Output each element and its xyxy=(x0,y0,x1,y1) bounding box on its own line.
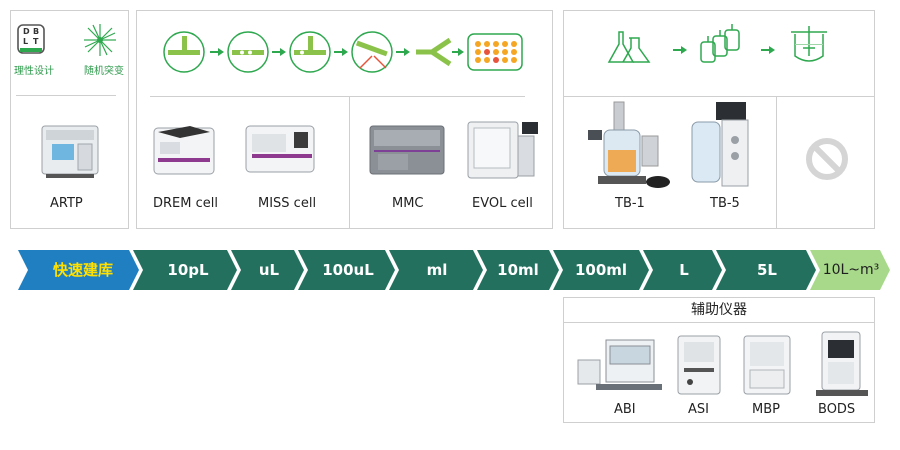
stage-label-6: 100ml xyxy=(574,261,628,279)
drem-cell-device-image xyxy=(150,118,220,184)
fermentation-flow-diagram xyxy=(605,22,845,76)
screening-panel-divider xyxy=(150,96,525,97)
stage-arrow-2 xyxy=(231,250,304,290)
dblt-letter-b: B xyxy=(33,27,40,36)
well-plate-icon xyxy=(467,33,523,71)
mmc-label: MMC xyxy=(392,196,424,211)
asi-device-image xyxy=(676,334,724,400)
stage-label-5: 10ml xyxy=(497,261,539,279)
artp-device-image xyxy=(38,120,102,184)
stage-label-2: uL xyxy=(258,261,280,279)
channel-split-icon xyxy=(416,37,452,67)
tb1-label: TB-1 xyxy=(615,196,645,211)
asi-label: ASI xyxy=(688,402,709,417)
artp-label: ARTP xyxy=(50,196,83,211)
stage-arrow-1 xyxy=(133,250,237,290)
stage-arrow-4 xyxy=(389,250,483,290)
dblt-letter-t: T xyxy=(33,37,39,46)
dblt-letter-d: D xyxy=(23,27,30,36)
mmc-device-image xyxy=(368,120,446,182)
random-mutation-icon xyxy=(82,22,118,62)
bods-label: BODS xyxy=(818,402,856,417)
microfluidic-flow-diagram xyxy=(160,28,530,82)
droplet-merge-icon xyxy=(289,31,331,73)
stage-arrow-9 xyxy=(810,250,890,290)
random-mutation-label: 随机突变 xyxy=(84,66,124,77)
stage-label-0: 快速建库 xyxy=(52,261,113,279)
stage-label-1: 10pL xyxy=(167,261,209,279)
stage-label-4: ml xyxy=(426,261,448,279)
stage-arrow-7 xyxy=(643,250,722,290)
mbp-label: MBP xyxy=(752,402,780,417)
fermentation-panel-divider xyxy=(563,96,875,97)
stage-arrow-6 xyxy=(553,250,649,290)
mbp-device-image xyxy=(742,334,794,400)
stage-arrow-0 xyxy=(18,250,139,290)
prohibited-icon xyxy=(805,137,849,185)
dblt-icon: D B L T xyxy=(17,24,45,56)
evol-cell-device-image xyxy=(466,116,540,186)
droplet-sort-icon xyxy=(351,31,393,73)
stage-arrow-5 xyxy=(477,250,559,290)
rational-design-label: 理性设计 xyxy=(14,66,54,77)
flask-icon xyxy=(607,31,651,63)
design-panel-divider xyxy=(16,95,116,96)
stage-arrow-band xyxy=(18,250,890,290)
small-bioreactor-icon xyxy=(700,24,740,63)
tb1-device-image xyxy=(584,100,674,196)
auxiliary-title-divider xyxy=(563,322,875,323)
drem-cell-label: DREM cell xyxy=(153,196,218,211)
miss-cell-label: MISS cell xyxy=(258,196,317,211)
stage-arrow-8 xyxy=(716,250,816,290)
large-bioreactor-icon xyxy=(791,26,827,62)
stage-arrow-3 xyxy=(298,250,395,290)
dblt-letter-l: L xyxy=(23,37,29,46)
tb5-label: TB-5 xyxy=(710,196,740,211)
design-panel xyxy=(10,10,129,229)
stage-label-7: L xyxy=(679,261,689,279)
tb5-device-image xyxy=(686,100,756,196)
fermentation-panel-vdivider xyxy=(776,97,777,229)
abi-device-image xyxy=(576,330,666,400)
stage-label-9: 10L~m³ xyxy=(822,262,880,278)
auxiliary-title: 辅助仪器 xyxy=(691,302,747,318)
abi-label: ABI xyxy=(614,402,636,417)
screening-panel-vdivider xyxy=(349,97,350,229)
bods-device-image xyxy=(814,330,870,402)
stage-label-8: 5L xyxy=(757,261,777,279)
evol-cell-label: EVOL cell xyxy=(472,196,533,211)
miss-cell-device-image xyxy=(244,120,316,182)
stage-label-3: 100uL xyxy=(322,261,374,279)
droplet-generation-icon xyxy=(163,31,205,73)
droplet-channel-icon xyxy=(227,31,269,73)
